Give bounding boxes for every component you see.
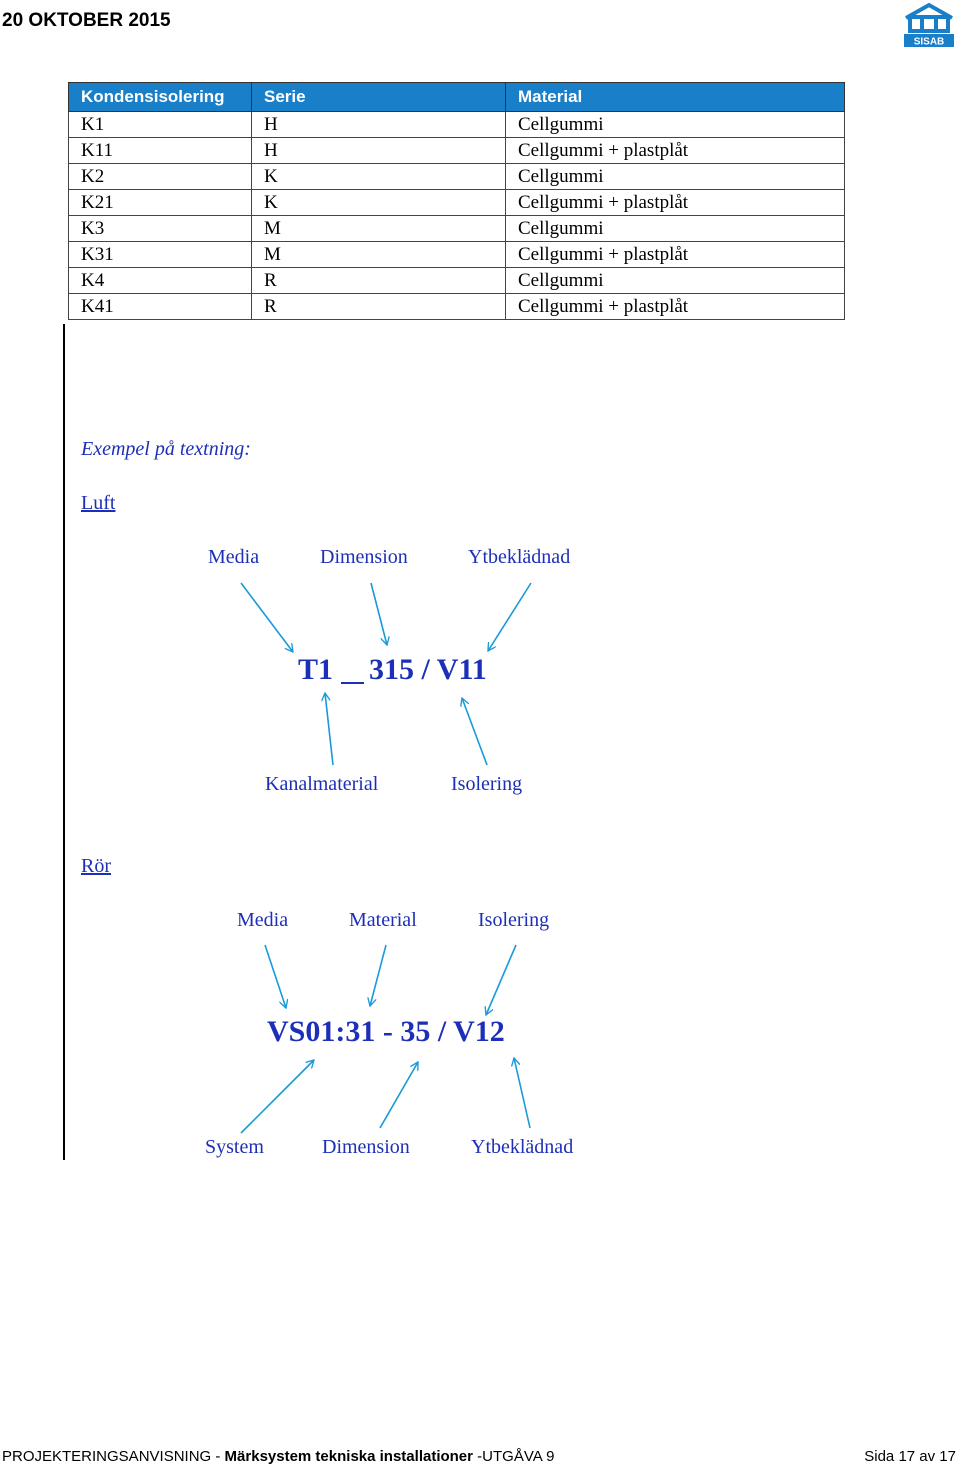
table-cell: Cellgummi + plastplåt bbox=[505, 137, 845, 164]
table-header-row: Kondensisolering Serie Material bbox=[68, 82, 845, 112]
table-cell: Cellgummi bbox=[505, 267, 845, 294]
table-cell: K3 bbox=[68, 215, 252, 242]
ror-code: VS01:31 - 35 / V12 bbox=[267, 1015, 505, 1048]
example-heading: Exempel på textning: bbox=[81, 438, 251, 460]
ror-label-media: Media bbox=[237, 909, 289, 931]
table-cell: Cellgummi bbox=[505, 215, 845, 242]
luft-code-part2: 315 / V11 bbox=[369, 653, 487, 686]
sisab-logo: SISAB bbox=[904, 2, 954, 48]
table-cell: K2 bbox=[68, 163, 252, 190]
ror-label-dimension: Dimension bbox=[322, 1136, 410, 1158]
arrow-luft-dimension bbox=[370, 582, 387, 645]
table-cell: Cellgummi + plastplåt bbox=[505, 189, 845, 216]
table-cell: K1 bbox=[68, 111, 252, 138]
column-header: Serie bbox=[251, 82, 506, 112]
arrow-ror-ytbekladnad bbox=[514, 1058, 531, 1129]
column-header: Material bbox=[505, 82, 845, 112]
left-margin-line bbox=[63, 324, 65, 1160]
table-cell: M bbox=[251, 215, 506, 242]
luft-label-dimension: Dimension bbox=[320, 546, 408, 568]
arrow-ror-media bbox=[264, 944, 286, 1008]
luft-label-kanalmaterial: Kanalmaterial bbox=[265, 773, 379, 795]
luft-code-dash bbox=[341, 682, 364, 684]
footer-prefix: PROJEKTERINGSANVISNING - bbox=[2, 1448, 225, 1465]
luft-code-part1: T1 bbox=[298, 653, 334, 686]
ror-section-title: Rör bbox=[81, 855, 111, 877]
table-cell: R bbox=[251, 267, 506, 294]
arrow-ror-dimension bbox=[379, 1062, 418, 1129]
ror-label-material: Material bbox=[349, 909, 417, 931]
arrow-ror-system bbox=[240, 1060, 314, 1134]
arrow-luft-media bbox=[240, 582, 293, 652]
luft-label-ytbekladnad: Ytbeklädnad bbox=[468, 546, 571, 568]
luft-section-title: Luft bbox=[81, 492, 116, 514]
arrow-luft-isolering bbox=[462, 698, 488, 766]
table-cell: H bbox=[251, 111, 506, 138]
table-cell: K bbox=[251, 189, 506, 216]
ror-label-isolering: Isolering bbox=[478, 909, 550, 931]
arrow-ror-material bbox=[370, 944, 387, 1006]
arrow-luft-ytbekladnad bbox=[488, 582, 532, 651]
table-cell: Cellgummi + plastplåt bbox=[505, 293, 845, 320]
ror-label-system: System bbox=[205, 1136, 264, 1158]
luft-label-media: Media bbox=[208, 546, 260, 568]
table-cell: R bbox=[251, 293, 506, 320]
footer-page-number: Sida 17 av 17 bbox=[864, 1448, 956, 1465]
arrow-ror-isolering bbox=[486, 944, 517, 1015]
column-header: Kondensisolering bbox=[68, 82, 252, 112]
luft-label-isolering: Isolering bbox=[451, 773, 523, 795]
footer-title-bold: Märksystem tekniska installationer bbox=[224, 1448, 473, 1465]
footer-document-title: PROJEKTERINGSANVISNING - Märksystem tekn… bbox=[2, 1448, 554, 1465]
logo-text: SISAB bbox=[914, 37, 945, 48]
footer-edition: -UTGÅVA 9 bbox=[473, 1448, 555, 1465]
ror-label-ytbekladnad: Ytbeklädnad bbox=[471, 1136, 574, 1158]
header-date: 20 OKTOBER 2015 bbox=[2, 10, 171, 31]
arrow-luft-kanalmaterial bbox=[325, 693, 334, 766]
